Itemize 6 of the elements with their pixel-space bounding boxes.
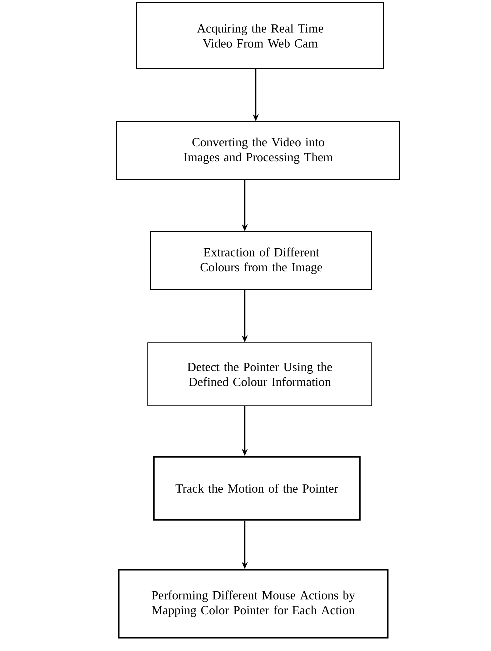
process-box: Extraction of Different Colours from the Image [150, 232, 372, 290]
process-box: Detect the Pointer Using the Defined Colour Information [148, 342, 372, 406]
process-box: Converting the Video into Images and Processing Them [116, 122, 400, 180]
process-box: Performing Different Mouse Actions by Mapping Color Pointer for Each Action [118, 569, 389, 639]
process-box: Acquiring the Real Time Video From Web Cam [136, 2, 384, 70]
process-box: Track the Motion of the Pointer [153, 456, 361, 521]
